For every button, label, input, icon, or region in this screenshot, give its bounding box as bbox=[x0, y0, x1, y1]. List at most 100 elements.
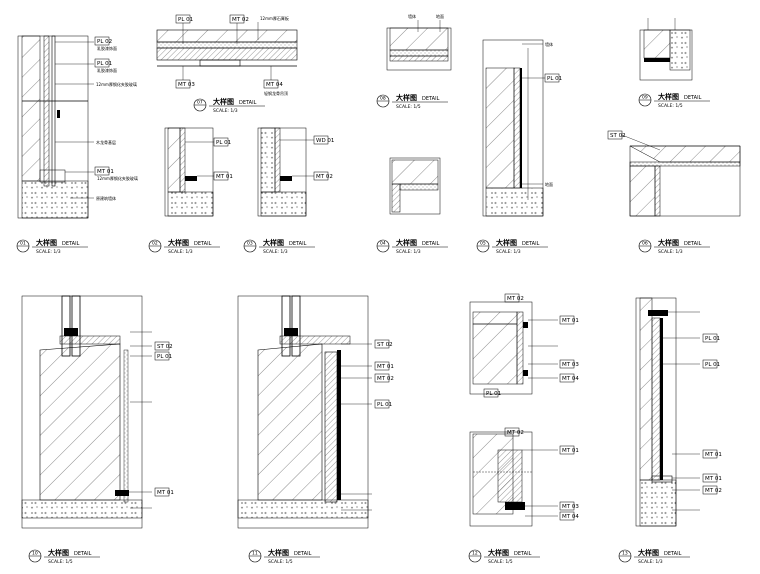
tag-note: 乳胶漆饰面 bbox=[97, 45, 117, 51]
material-tag bbox=[559, 501, 575, 511]
detail-scale: SCALE: 1/3 bbox=[36, 249, 61, 255]
detail-scale: SCALE: 1/5 bbox=[488, 559, 513, 565]
detail-number: 03 bbox=[247, 241, 253, 247]
tag-code: ST 02 bbox=[377, 342, 393, 348]
detail-10: ST 02 PL 01 MT 01 bbox=[21, 295, 174, 529]
material-tag bbox=[94, 166, 110, 176]
detail-title: 大样图 bbox=[36, 238, 57, 247]
tag-code: MT 04 bbox=[562, 376, 579, 382]
tag-code: MT 01 bbox=[705, 452, 722, 458]
material-tag bbox=[154, 341, 170, 351]
detail-scale: SCALE: 1/3 bbox=[263, 249, 288, 255]
tag-code: MT 01 bbox=[705, 476, 722, 482]
material-tag bbox=[504, 293, 520, 303]
tag-code: WD 01 bbox=[316, 138, 334, 144]
detail-label-en: DETAIL bbox=[194, 241, 212, 247]
detail-12: MT 02 MT 01 MT 03 MT 04 PL 01 bbox=[469, 293, 579, 398]
tag-note: 乳胶漆饰面 bbox=[97, 67, 117, 73]
detail-label-en: DETAIL bbox=[684, 241, 702, 247]
material-tag bbox=[374, 339, 390, 349]
detail-number: 12 bbox=[472, 551, 478, 557]
tag-code: PL 01 bbox=[377, 402, 392, 408]
note: 12mm厚石膏板 bbox=[260, 15, 289, 21]
ceiling-board bbox=[156, 47, 298, 61]
detail-scale: SCALE: 1/5 bbox=[268, 559, 293, 565]
detail-title: 大样图 bbox=[496, 238, 517, 247]
material-tag bbox=[374, 373, 390, 383]
detail-title: 大样图 bbox=[48, 548, 69, 557]
tag-code: PL 01 bbox=[178, 17, 193, 23]
detail-number: 04 bbox=[380, 241, 386, 247]
note: 地面 bbox=[436, 13, 444, 19]
frame-layer bbox=[51, 35, 56, 187]
channel bbox=[199, 59, 241, 67]
detail-11: ST 02 MT 01 MT 02 PL 01 bbox=[237, 295, 394, 529]
tag-code: MT 03 bbox=[562, 504, 579, 510]
detail-scale: SCALE: 1/3 bbox=[658, 249, 683, 255]
detail-scale: SCALE: 1/3 bbox=[496, 249, 521, 255]
tag-code: PL 01 bbox=[705, 362, 720, 368]
material-tag bbox=[702, 359, 718, 369]
detail-number: 05 bbox=[480, 241, 486, 247]
detail-label-en: DETAIL bbox=[684, 95, 702, 101]
detail-number: 10 bbox=[32, 551, 38, 557]
material-tag bbox=[154, 351, 170, 361]
tag-code: MT 02 bbox=[316, 174, 333, 180]
tag-code: ST 02 bbox=[610, 133, 626, 139]
tag-code: MT 02 bbox=[232, 17, 249, 23]
detail-06 bbox=[389, 157, 441, 215]
note: 木龙骨基层 bbox=[96, 139, 116, 145]
tag-code: MT 02 bbox=[507, 296, 524, 302]
tag-code: PL 01 bbox=[157, 354, 172, 360]
detail-number: 11 bbox=[252, 551, 258, 557]
detail-number: 06 bbox=[642, 241, 648, 247]
detail-14: PL 01 PL 01 MT 01 MT 01 MT 02 bbox=[635, 297, 722, 527]
detail-label-en: DETAIL bbox=[514, 551, 532, 557]
detail-label-en: DETAIL bbox=[239, 100, 257, 106]
detail-07: PL 01 墙体 地面 bbox=[482, 39, 562, 217]
floor-slab bbox=[21, 180, 89, 219]
detail-title: 大样图 bbox=[213, 97, 234, 106]
detail-scale: SCALE: 1/5 bbox=[658, 103, 683, 109]
tag-code: MT 01 bbox=[562, 318, 579, 324]
detail-number: 01 bbox=[20, 241, 26, 247]
material-tag bbox=[559, 373, 575, 383]
material-tag bbox=[504, 427, 520, 437]
material-tag bbox=[702, 473, 718, 483]
tag-code: MT 01 bbox=[377, 364, 394, 370]
detail-scale: SCALE: 1/3 bbox=[168, 249, 193, 255]
detail-scale: SCALE: 1/3 bbox=[396, 249, 421, 255]
material-tag bbox=[94, 36, 110, 46]
detail-scale: SCALE: 1/3 bbox=[213, 108, 238, 114]
detail-label-en: DETAIL bbox=[294, 551, 312, 557]
detail-title: 大样图 bbox=[268, 548, 289, 557]
detail-number: 02 bbox=[152, 241, 158, 247]
tag-code: MT 01 bbox=[97, 169, 114, 175]
material-tag bbox=[702, 449, 718, 459]
detail-label-en: DETAIL bbox=[62, 241, 80, 247]
material-tag bbox=[374, 399, 390, 409]
detail-label-en: DETAIL bbox=[522, 241, 540, 247]
detail-01: PL 02 乳胶漆饰面 PL 01 乳胶漆饰面 12mm厚钢化夹胶玻璃 木龙骨基… bbox=[17, 35, 138, 219]
material-tag bbox=[559, 511, 575, 521]
note: 墙体 bbox=[408, 13, 416, 19]
detail-09: ST 02 bbox=[607, 130, 741, 217]
material-tag bbox=[483, 388, 499, 398]
tag-code: MT 01 bbox=[216, 174, 233, 180]
base-trim bbox=[39, 169, 66, 183]
note: 地面 bbox=[545, 181, 553, 187]
detail-title: 大样图 bbox=[488, 548, 509, 557]
